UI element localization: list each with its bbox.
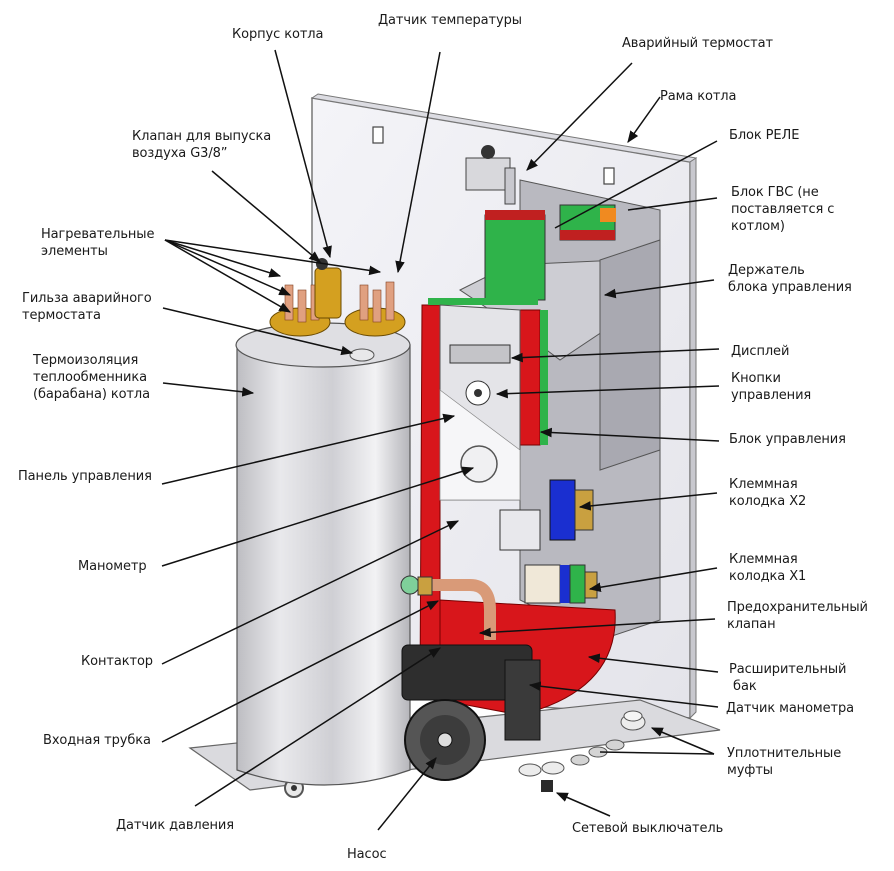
leader-x2 xyxy=(578,492,718,511)
label-insulation: Термоизоляция теплообменника (барабана) … xyxy=(33,353,150,402)
leader-glands-2 xyxy=(599,751,715,755)
label-manometer-sensor: Датчик манометра xyxy=(726,701,855,716)
leader-insulation xyxy=(162,382,255,397)
relay-block-art xyxy=(484,210,546,301)
leader-emergency-thermostat xyxy=(526,62,633,171)
leader-pump xyxy=(377,757,437,831)
label-pump: Насос xyxy=(347,847,387,862)
leader-manometer xyxy=(161,466,475,567)
sealing-glands-art xyxy=(518,710,646,777)
terminal-x2-art xyxy=(499,479,594,551)
power-switch-art xyxy=(541,780,553,792)
leader-frame xyxy=(627,96,661,143)
label-control-unit: Блок управления xyxy=(729,432,846,447)
leader-safety-valve xyxy=(478,618,716,638)
terminal-x1-art xyxy=(524,564,598,604)
leader-control-panel xyxy=(161,413,456,485)
label-relay-block: Блок РЕЛЕ xyxy=(729,128,800,143)
label-air-valve: Клапан для выпуска воздуха G3/8” xyxy=(132,129,272,161)
leader-heating-4 xyxy=(164,239,292,313)
leader-temp-sensor xyxy=(395,51,441,274)
label-power-switch: Сетевой выключатель xyxy=(572,821,724,836)
label-expansion-tank: Расширительный бак xyxy=(729,662,847,694)
pump-art xyxy=(401,644,541,781)
emergency-thermostat-art xyxy=(465,145,516,205)
leader-buttons xyxy=(495,385,720,399)
label-contactor: Контактор xyxy=(81,654,153,669)
heat-exchanger-cylinder xyxy=(235,322,411,786)
label-control-buttons: Кнопки управления xyxy=(731,371,812,403)
leader-air-valve xyxy=(211,170,321,263)
label-manometer: Манометр xyxy=(78,559,147,574)
label-boiler-body: Корпус котла xyxy=(232,27,324,42)
label-boiler-frame: Рама котла xyxy=(660,89,737,104)
leader-relay xyxy=(554,140,718,229)
leader-holder xyxy=(603,279,715,299)
control-panel-art xyxy=(439,304,521,501)
label-control-holder: Держатель блока управления xyxy=(728,263,852,295)
label-dhw-block: Блок ГВС (не поставляется с котлом) xyxy=(731,185,835,234)
leader-display xyxy=(510,348,720,363)
label-sealing-glands: Уплотнительные муфты xyxy=(727,746,842,778)
leader-glands-1 xyxy=(650,727,715,755)
leader-heating-3 xyxy=(164,239,382,276)
heating-elements-art xyxy=(269,258,406,362)
leader-lines xyxy=(161,49,720,831)
leader-heating-2 xyxy=(164,239,292,296)
inlet-pipe-art xyxy=(400,575,496,640)
label-safety-valve: Предохранительный клапан xyxy=(727,600,868,632)
label-thermostat-sleeve: Гильза аварийного термостата xyxy=(22,291,152,323)
leader-control-unit xyxy=(539,427,720,442)
label-emergency-thermostat: Аварийный термостат xyxy=(622,36,773,51)
leader-contactor xyxy=(161,520,460,665)
leader-power-switch xyxy=(555,792,611,817)
leader-heating-1 xyxy=(164,239,282,278)
leader-dhw xyxy=(627,197,718,211)
label-pressure-sensor: Датчик давления xyxy=(116,818,235,833)
leader-inlet-pipe xyxy=(161,600,440,743)
label-terminal-x1: Клеммная колодка X1 xyxy=(729,552,807,584)
leader-boiler-body xyxy=(274,49,332,259)
leader-pressure-sensor xyxy=(194,647,442,807)
label-heating-elements: Нагревательные элементы xyxy=(41,227,155,259)
label-control-panel: Панель управления xyxy=(18,469,152,484)
label-display: Дисплей xyxy=(731,344,790,359)
leader-manometer-sensor xyxy=(528,681,719,708)
leader-sleeve xyxy=(162,307,354,356)
label-inlet-pipe: Входная трубка xyxy=(43,733,151,748)
leader-expansion-tank xyxy=(587,653,719,673)
leader-x1 xyxy=(588,567,718,592)
label-temp-sensor: Датчик температуры xyxy=(378,13,522,28)
label-terminal-x2: Клеммная колодка X2 xyxy=(729,477,807,509)
